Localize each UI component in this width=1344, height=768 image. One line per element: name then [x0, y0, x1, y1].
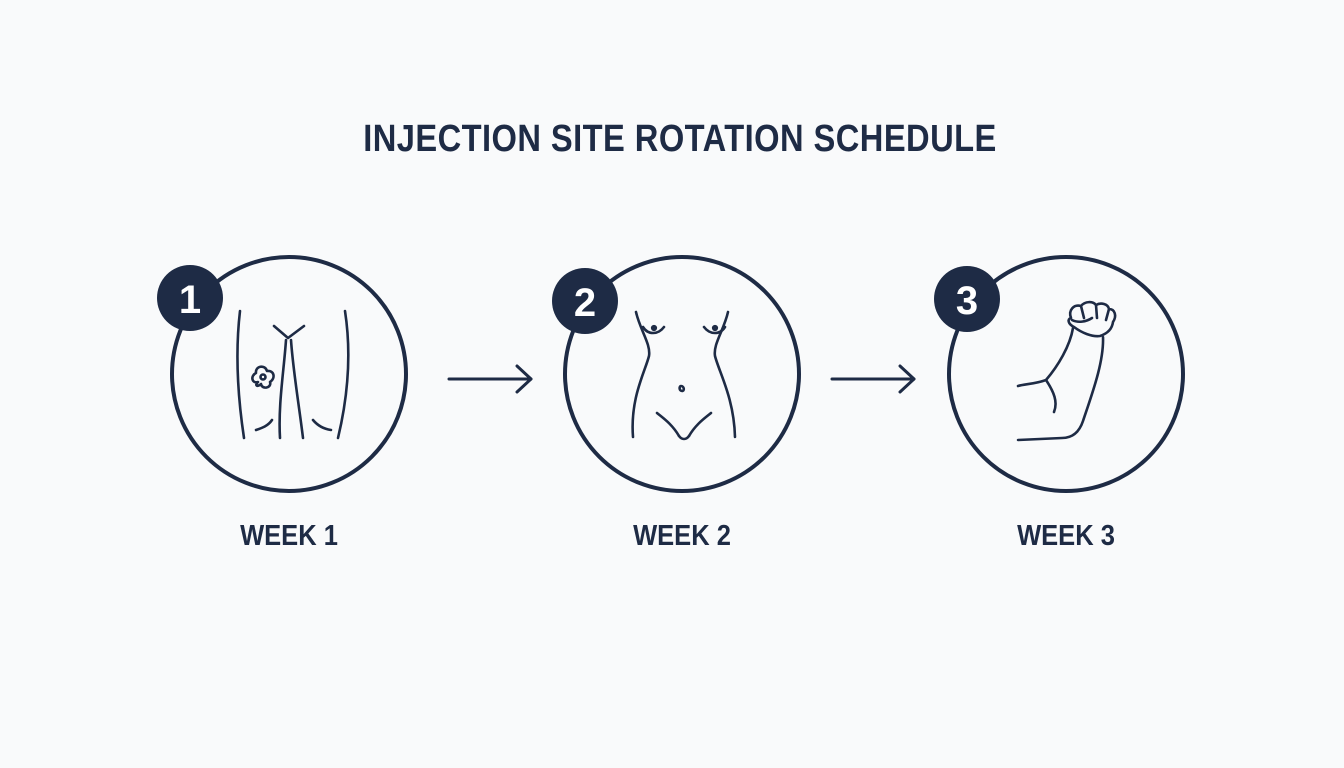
step-3-badge: 3 [934, 266, 1000, 332]
step-2-badge: 2 [552, 268, 618, 334]
step-1: 1 [157, 255, 408, 493]
step-3-label: WEEK 3 [1017, 520, 1115, 552]
step-3: 3 [934, 255, 1185, 493]
abdomen-icon [631, 310, 737, 441]
step-1-number: 1 [179, 278, 201, 322]
step-2-number: 2 [574, 281, 596, 325]
step-2-circle [563, 255, 801, 493]
arrow-2 [830, 364, 916, 394]
step-2-label: WEEK 2 [633, 520, 731, 552]
step-1-circle [170, 255, 408, 493]
step-2: 2 [552, 255, 801, 493]
upper-arm-icon [1016, 300, 1117, 442]
thigh-icon [236, 309, 350, 440]
page-title: INJECTION SITE ROTATION SCHEDULE [363, 118, 997, 160]
arrow-1 [447, 364, 533, 394]
step-3-badge-circle [934, 266, 1000, 332]
step-1-badge-circle [157, 265, 223, 331]
step-1-badge: 1 [157, 265, 223, 331]
step-3-circle [947, 255, 1185, 493]
step-1-label: WEEK 1 [240, 520, 338, 552]
step-3-number: 3 [956, 279, 978, 323]
step-2-badge-circle [552, 268, 618, 334]
